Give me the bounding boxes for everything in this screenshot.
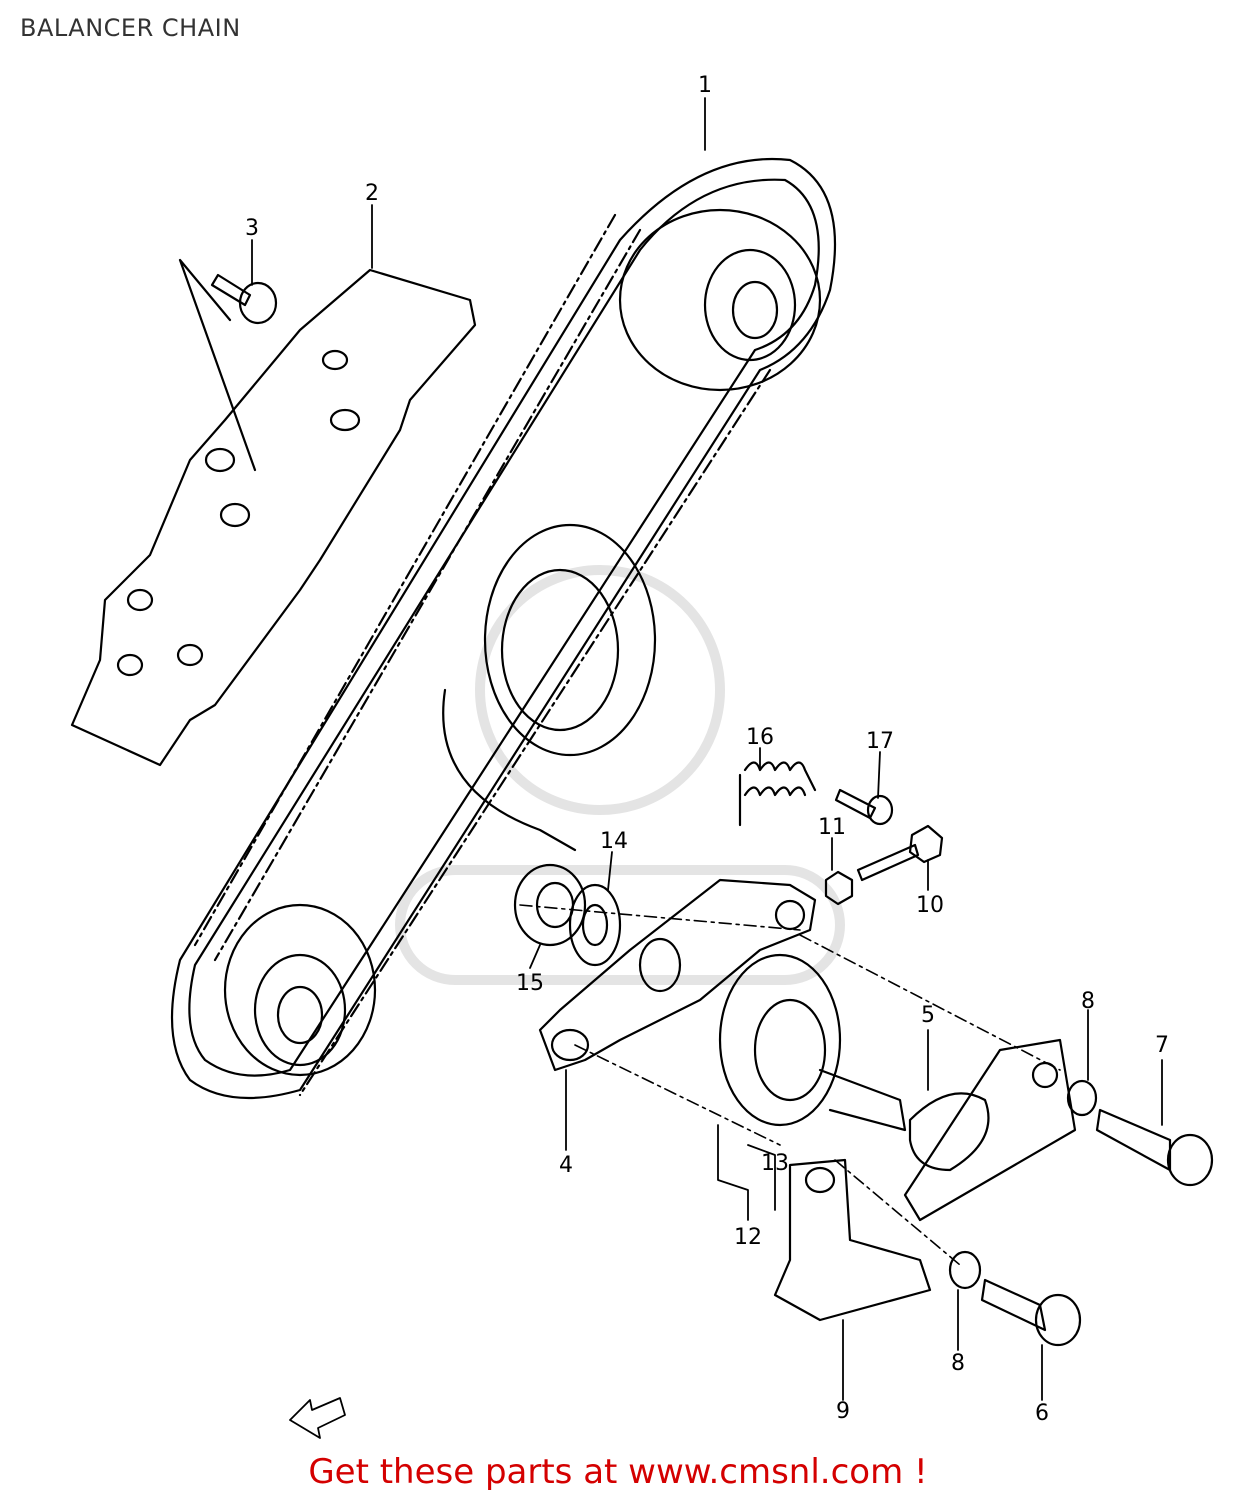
balancer-gear-ring <box>442 523 657 852</box>
upper-sprocket <box>618 208 822 392</box>
callout-6: 6 <box>1035 1401 1049 1426</box>
footer-link[interactable]: Get these parts at www.cmsnl.com ! <box>308 1452 928 1492</box>
callout-7: 7 <box>1155 1033 1169 1058</box>
callout-14: 14 <box>600 829 628 854</box>
adjuster-bolt <box>856 824 944 882</box>
adjuster-nut <box>824 870 854 906</box>
assembly-lines <box>519 904 1061 1266</box>
chain-guide <box>70 268 477 767</box>
callout-16: 16 <box>746 725 774 750</box>
callout-2: 2 <box>365 181 379 206</box>
tensioner-bracket <box>773 1038 1077 1322</box>
guide-screw <box>210 273 278 325</box>
callout-3: 3 <box>245 216 259 241</box>
callout-15: 15 <box>516 971 544 996</box>
front-direction-arrow-icon <box>289 1397 346 1439</box>
callout-8-lower: 8 <box>951 1351 965 1376</box>
callout-10: 10 <box>916 893 944 918</box>
callout-4: 4 <box>559 1153 573 1178</box>
callout-9: 9 <box>836 1399 850 1424</box>
tensioner-spring <box>738 761 817 827</box>
tensioner-gear <box>718 953 842 1127</box>
page-title: BALANCER CHAIN <box>20 14 241 42</box>
callout-5: 5 <box>921 1003 935 1028</box>
callout-11: 11 <box>818 815 846 840</box>
bolt-long <box>1095 1108 1214 1187</box>
leader-lines <box>251 97 1163 1401</box>
callout-8-upper: 8 <box>1081 989 1095 1014</box>
callout-1: 1 <box>698 73 712 98</box>
washer <box>568 883 622 967</box>
watermark-logo <box>395 565 845 985</box>
callout-13: 13 <box>761 1151 789 1176</box>
tensioner-pin <box>834 788 894 826</box>
tensioner-shaft <box>818 1068 990 1172</box>
washer-lower <box>948 1250 982 1290</box>
balancer-chain <box>170 158 837 1100</box>
bolt-short <box>980 1278 1082 1347</box>
callout-12: 12 <box>734 1225 762 1250</box>
callout-17: 17 <box>866 729 894 754</box>
screw-pointer-lines <box>178 258 257 472</box>
washer-upper <box>1066 1079 1098 1117</box>
lower-sprocket <box>223 903 377 1077</box>
callout-labels: 1 2 3 4 5 6 7 8 8 9 10 11 12 13 14 15 16… <box>245 73 1169 1426</box>
tensioner-plate <box>538 878 817 1072</box>
